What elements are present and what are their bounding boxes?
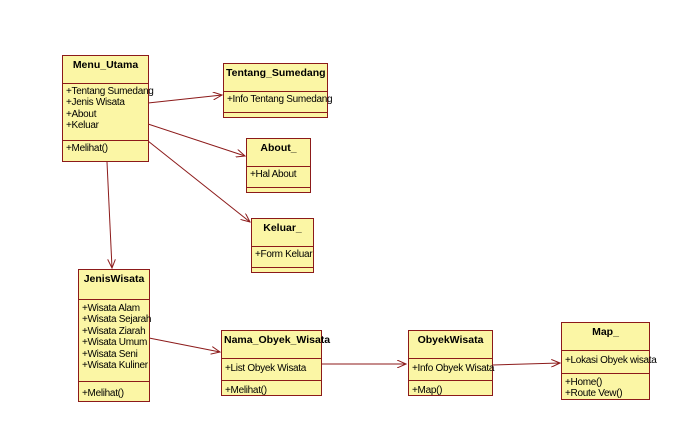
edge-menu-to-about <box>147 123 245 156</box>
class-name: ObyekWisata <box>409 331 492 359</box>
attribute: +Wisata Umum <box>82 337 148 349</box>
attribute: +Info Obyek Wisata <box>412 363 495 374</box>
class-name: Tentang_Sumedang <box>224 64 327 92</box>
attribute: +Lokasi Obyek wisata <box>565 355 657 366</box>
attribute: +Wisata Kuliner <box>82 360 148 372</box>
attribute: +Hal About <box>250 169 297 180</box>
methods-section: +Home() +Route Vew() <box>562 374 649 402</box>
edge-menu-to-jeniswisata <box>106 161 112 268</box>
attributes-section: +Lokasi Obyek wisata <box>562 351 657 374</box>
attributes-section: +Hal About <box>247 167 310 188</box>
class-obyek-wisata[interactable]: ObyekWisata +Info Obyek Wisata +Map() <box>408 330 495 398</box>
method: +Melihat() <box>82 388 124 399</box>
methods-section: +Map() <box>409 381 492 398</box>
class-map[interactable]: Map_ +Lokasi Obyek wisata +Home() +Route… <box>561 322 657 402</box>
method: +Route Vew() <box>565 388 623 400</box>
attribute: +Jenis Wisata <box>66 97 125 109</box>
attributes-section: +Wisata Alam +Wisata Sejarah +Wisata Zia… <box>79 300 152 382</box>
attribute: +Info Tentang Sumedang <box>227 94 333 105</box>
attribute: +About <box>66 108 97 120</box>
attribute: +Wisata Ziarah <box>82 325 146 337</box>
class-jenis-wisata[interactable]: JenisWisata +Wisata Alam +Wisata Sejarah… <box>78 269 152 402</box>
methods-section: +Melihat() <box>63 141 148 156</box>
attribute: +Wisata Seni <box>82 348 138 360</box>
attribute: +Keluar <box>66 120 99 132</box>
class-tentang-sumedang[interactable]: Tentang_Sumedang +Info Tentang Sumedang <box>223 63 333 118</box>
attribute: +Form Keluar <box>255 249 313 260</box>
edge-jeniswisata-to-namaobyek <box>148 337 220 352</box>
attributes-section: +Info Obyek Wisata <box>409 359 495 381</box>
attribute: +List Obyek Wisata <box>225 363 307 374</box>
edge-menu-to-tentang <box>147 95 222 104</box>
attribute: +Wisata Sejarah <box>82 314 152 326</box>
edge-obyekwisata-to-map <box>492 363 560 365</box>
attribute: +Tentang Sumedang <box>66 86 154 97</box>
methods-section: +Melihat() <box>79 382 149 401</box>
class-name: Keluar_ <box>252 219 313 247</box>
class-name: About_ <box>247 139 310 167</box>
class-nama-obyek-wisata[interactable]: Nama_Obyek_Wisata +List Obyek Wisata +Me… <box>221 330 330 398</box>
method: +Home() <box>565 377 603 388</box>
class-name: JenisWisata <box>79 270 149 300</box>
method: +Melihat() <box>225 385 267 396</box>
class-name: Nama_Obyek_Wisata <box>222 331 330 359</box>
method: +Map() <box>412 385 443 396</box>
edge-menu-to-keluar <box>147 140 250 222</box>
methods-section <box>224 113 327 117</box>
methods-section: +Melihat() <box>222 381 321 398</box>
class-name: Map_ <box>562 323 649 351</box>
attribute: +Wisata Alam <box>82 303 140 314</box>
class-menu-utama[interactable]: Menu_Utama +Tentang Sumedang +Jenis Wisa… <box>62 55 154 162</box>
method: +Melihat() <box>66 143 108 154</box>
attributes-section: +Tentang Sumedang +Jenis Wisata +About +… <box>63 84 154 141</box>
class-keluar[interactable]: Keluar_ +Form Keluar <box>251 218 314 273</box>
methods-section <box>252 268 313 272</box>
methods-section <box>247 188 310 192</box>
attributes-section: +List Obyek Wisata <box>222 359 321 381</box>
attributes-section: +Form Keluar <box>252 247 313 268</box>
attributes-section: +Info Tentang Sumedang <box>224 92 333 113</box>
class-about[interactable]: About_ +Hal About <box>246 138 311 193</box>
class-name: Menu_Utama <box>63 56 148 84</box>
